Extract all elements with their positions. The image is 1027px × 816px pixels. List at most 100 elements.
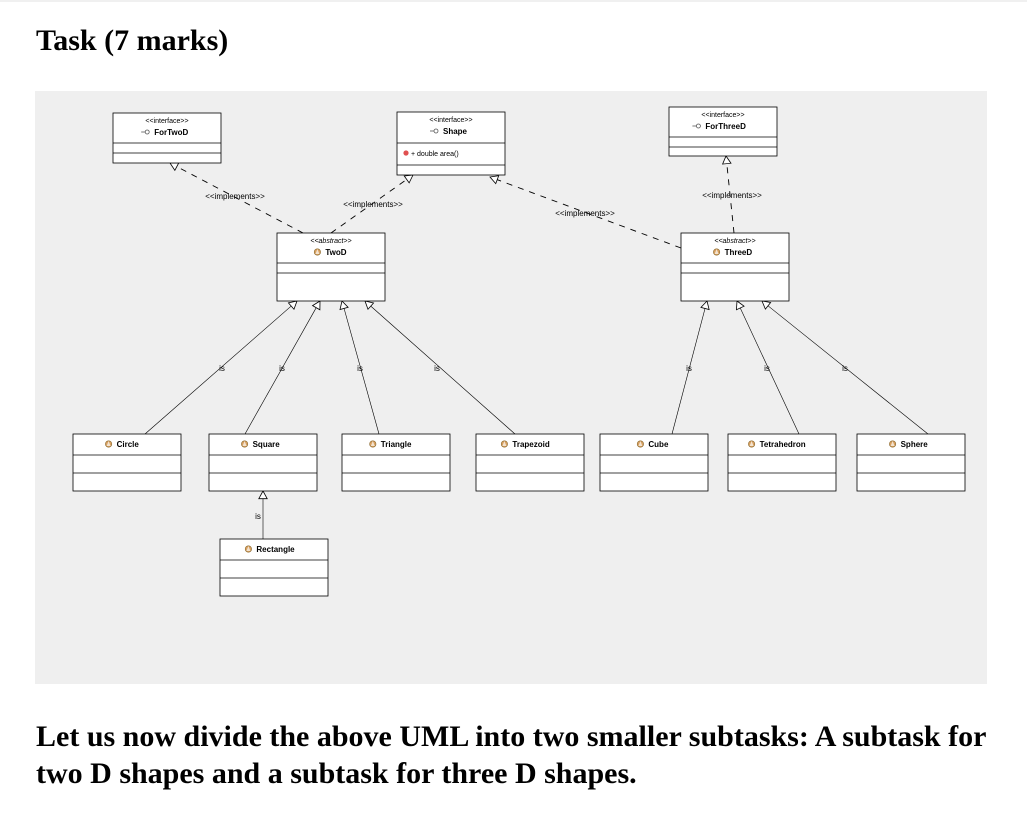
extends-label: is [842, 364, 848, 373]
class-name-rectangle: Rectangle [256, 545, 295, 554]
hollow-arrowhead [403, 174, 414, 184]
interface-icon [430, 128, 439, 134]
uml-canvas: <<implements>> <<implements>> <<implements… [72, 106, 966, 597]
extends-label: is [279, 364, 285, 373]
class-box-forthreed: <<interface>>ForThreeD [668, 106, 778, 157]
class-box-twod: <<abstract>> TwoD [276, 232, 386, 302]
top-divider [0, 0, 1027, 2]
class-box-frame [72, 433, 182, 492]
class-box-frame [341, 433, 451, 492]
class-name-cube: Cube [648, 440, 669, 449]
implements-connector-twod-fortwod: <<implements>> [169, 162, 304, 234]
class-box-cube: Cube [599, 433, 709, 492]
hollow-arrowhead [721, 155, 732, 165]
class-box-frame [856, 433, 966, 492]
class-icon [713, 248, 721, 256]
extends-line [144, 305, 292, 435]
extends-line [739, 307, 800, 435]
extends-label: is [686, 364, 692, 373]
class-box-rectangle: Rectangle [219, 538, 329, 597]
implements-connector-threed-shape: <<implements>> [489, 175, 682, 249]
class-name-tetrahedron: Tetrahedron [760, 440, 806, 449]
class-box-sphere: Sphere [856, 433, 966, 492]
extends-connector-trapezoid-twod: is [364, 300, 516, 435]
class-icon [748, 440, 756, 448]
interface-icon [692, 123, 701, 129]
stereotype-label: <<interface>> [145, 118, 188, 125]
stereotype-label: <<interface>> [701, 112, 744, 119]
interface-icon [141, 129, 150, 135]
hollow-arrowhead [339, 300, 349, 311]
class-box-fortwod: <<interface>> ForTwoD [112, 112, 222, 164]
class-name-shape: Shape [443, 127, 468, 136]
extends-label: is [219, 364, 225, 373]
extends-label: is [434, 364, 440, 373]
class-icon [500, 440, 508, 448]
class-name-square: Square [253, 440, 281, 449]
class-box-square: Square [208, 433, 318, 492]
class-name-twod: TwoD [325, 248, 346, 257]
extends-connector-triangle-twod: is [339, 300, 380, 435]
extends-connector-square-twod: is [244, 300, 321, 435]
hollow-arrowhead [364, 300, 375, 311]
class-name-circle: Circle [117, 440, 140, 449]
class-box-circle: Circle [72, 433, 182, 492]
hollow-arrowhead [736, 300, 745, 311]
class-icon [244, 545, 252, 553]
class-box-shape: <<interface>> Shape + double area() [396, 111, 506, 176]
stereotype-label: <<abstract>> [714, 238, 755, 245]
hollow-arrowhead [700, 300, 710, 311]
implements-label: <<implements>> [555, 209, 615, 218]
implements-label: <<implements>> [205, 192, 265, 201]
stereotype-label: <<abstract>> [310, 238, 351, 245]
hollow-arrowhead [169, 162, 180, 172]
class-box-frame [208, 433, 318, 492]
extends-connector-circle-twod: is [144, 300, 298, 435]
extends-label: is [255, 512, 261, 521]
class-box-triangle: Triangle [341, 433, 451, 492]
stereotype-label: <<interface>> [429, 117, 472, 124]
class-box-frame [680, 232, 790, 302]
class-name-sphere: Sphere [901, 440, 929, 449]
extends-line [343, 308, 380, 435]
class-icon [889, 440, 897, 448]
class-box-trapezoid: Trapezoid [475, 433, 585, 492]
extends-connector-cube-threed: is [671, 300, 710, 435]
implements-label: <<implements>> [702, 191, 762, 200]
class-box-frame [276, 232, 386, 302]
extends-line [370, 305, 516, 435]
extends-connector-tetrahedron-threed: is [736, 300, 800, 435]
class-box-frame [396, 111, 506, 176]
hollow-arrowhead [258, 490, 268, 500]
implements-connector-twod-shape: <<implements>> [330, 174, 414, 234]
hollow-arrowhead [311, 300, 321, 311]
class-box-threed: <<abstract>> ThreeD [680, 232, 790, 302]
class-box-frame [112, 112, 222, 164]
class-name-fortwod: ForTwoD [154, 128, 188, 137]
class-icon [636, 440, 644, 448]
class-name-threed: ThreeD [725, 248, 753, 257]
hollow-arrowhead [489, 175, 500, 185]
class-box-frame [599, 433, 709, 492]
implements-label: <<implements>> [343, 200, 403, 209]
subtask-instructions: Let us now divide the above UML into two… [36, 720, 986, 790]
method-visibility-icon [403, 150, 409, 156]
class-name-triangle: Triangle [381, 440, 412, 449]
method-signature: + double area() [411, 151, 459, 158]
extends-line [671, 308, 706, 435]
task-title: Task (7 marks) [36, 24, 229, 57]
extends-line [244, 307, 317, 435]
class-name-trapezoid: Trapezoid [512, 440, 549, 449]
extends-connector-sphere-threed: is [761, 300, 929, 435]
implements-connector-threed-forthreed: <<implements>> [702, 155, 762, 234]
extends-label: is [357, 364, 363, 373]
class-icon [369, 440, 377, 448]
uml-diagram: <<implements>> <<implements>> <<implements… [35, 91, 987, 684]
class-box-frame [727, 433, 837, 492]
class-box-tetrahedron: Tetrahedron [727, 433, 837, 492]
class-box-frame [219, 538, 329, 597]
implements-line [330, 179, 407, 234]
extends-line [767, 305, 929, 435]
hollow-arrowhead [287, 300, 298, 311]
class-box-frame [475, 433, 585, 492]
